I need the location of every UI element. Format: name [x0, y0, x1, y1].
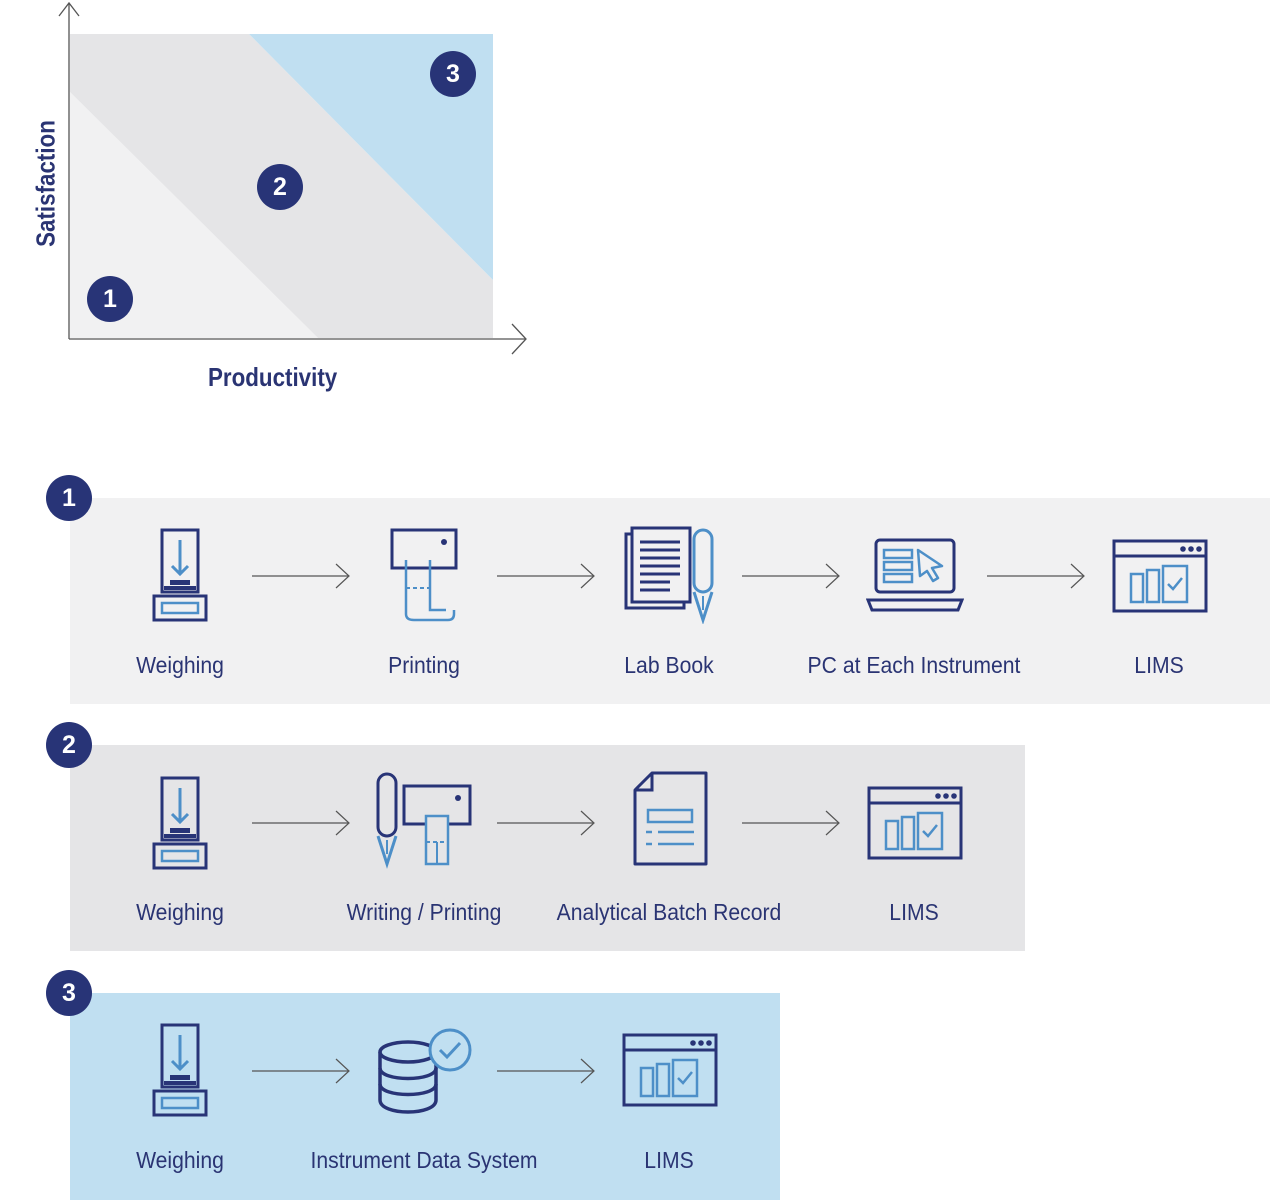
- flow-arrow: [252, 810, 350, 836]
- zone-2-badge: 2: [257, 164, 303, 210]
- x-axis-arrowhead: [511, 323, 527, 355]
- step-label-lims: LIMS: [644, 1147, 694, 1173]
- pen-printer-icon: [376, 772, 472, 869]
- productivity-satisfaction-quadrant: [58, 1, 527, 355]
- lims-window-icon: [622, 1033, 718, 1107]
- step-label-instrument-data-system: Instrument Data System: [310, 1147, 538, 1173]
- workflow-2-badge: 2: [46, 722, 92, 768]
- lims-window-icon: [867, 786, 963, 860]
- flow-arrow: [252, 1058, 350, 1084]
- balance-icon: [152, 776, 208, 870]
- step-label-weighing: Weighing: [136, 899, 224, 925]
- lab-book-icon: [624, 526, 714, 624]
- printer-icon: [390, 528, 458, 622]
- y-axis-arrowhead: [58, 1, 80, 17]
- workflow-3-badge: 3: [46, 970, 92, 1016]
- zone-1-badge: 1: [87, 276, 133, 322]
- zone-3-area: [249, 34, 493, 280]
- y-axis-label: Satisfaction: [30, 120, 61, 247]
- workflow-2-band: [70, 745, 1025, 951]
- flow-arrow: [987, 563, 1085, 589]
- step-label-lims: LIMS: [1134, 652, 1184, 678]
- database-check-icon: [378, 1028, 472, 1114]
- flow-arrow: [742, 810, 840, 836]
- flow-arrow: [497, 563, 595, 589]
- step-label-pc-at-each-instrument: PC at Each Instrument: [807, 652, 1021, 678]
- laptop-icon: [866, 538, 964, 612]
- flow-arrow: [252, 563, 350, 589]
- document-icon: [633, 771, 708, 866]
- step-label-printing: Printing: [388, 652, 460, 678]
- step-label-analytical-batch-record: Analytical Batch Record: [556, 899, 782, 925]
- balance-icon: [152, 1023, 208, 1117]
- step-label-weighing: Weighing: [136, 1147, 224, 1173]
- step-label-lims: LIMS: [889, 899, 939, 925]
- flow-arrow: [742, 563, 840, 589]
- balance-icon: [152, 528, 208, 622]
- step-label-lab-book: Lab Book: [624, 652, 714, 678]
- step-label-writing-printing: Writing / Printing: [346, 899, 502, 925]
- x-axis-label: Productivity: [208, 362, 338, 392]
- flow-arrow: [497, 810, 595, 836]
- zone-3-badge: 3: [430, 51, 476, 97]
- step-label-weighing: Weighing: [136, 652, 224, 678]
- flow-arrow: [497, 1058, 595, 1084]
- workflow-1-badge: 1: [46, 475, 92, 521]
- lims-window-icon: [1112, 539, 1208, 613]
